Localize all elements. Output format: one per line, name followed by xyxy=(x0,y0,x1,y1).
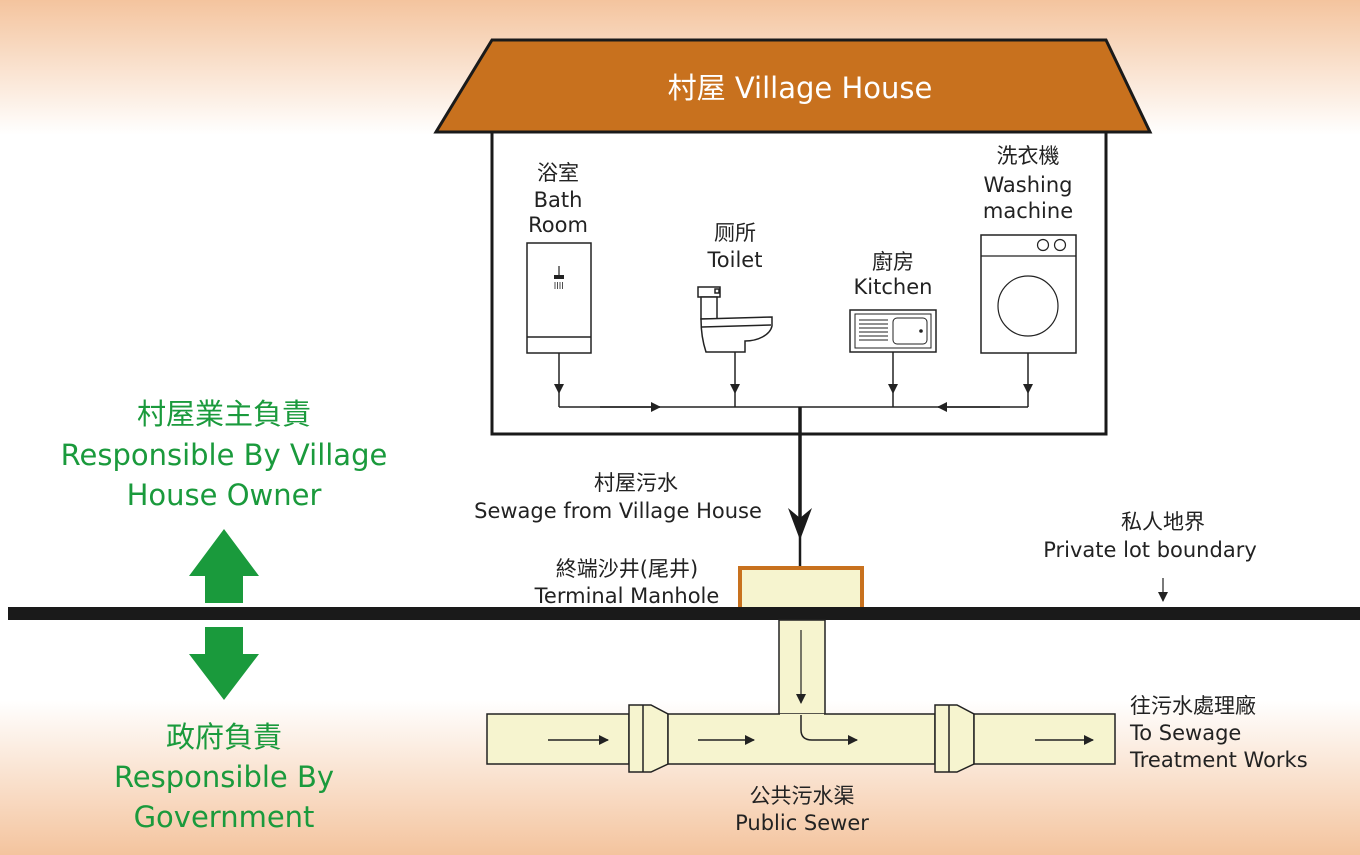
treatment-label-en2: Treatment Works xyxy=(1129,748,1308,772)
kitchen-label-en: Kitchen xyxy=(854,275,933,299)
bathroom-label-en2: Room xyxy=(528,213,588,237)
main-sewage-arrow xyxy=(788,508,812,540)
sink-icon xyxy=(849,309,937,353)
terminal-manhole xyxy=(738,566,864,612)
arrow-up-icon xyxy=(189,529,259,603)
arrow-down-icon xyxy=(189,627,259,700)
treatment-label-zh: 往污水處理廠 xyxy=(1130,694,1256,718)
public-sewer-pipe xyxy=(486,704,1116,773)
private-lot-boundary-line xyxy=(8,607,1360,620)
sewer-label-en: Public Sewer xyxy=(735,811,869,835)
owner-responsibility-en1: Responsible By Village xyxy=(61,438,388,472)
toilet-fixture: 厕所 Toilet xyxy=(697,221,773,353)
toilet-label-zh: 厕所 xyxy=(714,221,756,245)
shower-cabin xyxy=(526,242,592,354)
treatment-label-en1: To Sewage xyxy=(1129,721,1241,745)
sewer-flow-arrows xyxy=(548,715,1094,745)
connection-pipe xyxy=(778,619,826,716)
house-roof xyxy=(433,38,1153,134)
bathroom-label-en1: Bath xyxy=(534,188,583,212)
kitchen-fixture: 廚房 Kitchen xyxy=(849,250,937,353)
boundary-label-en: Private lot boundary xyxy=(1043,538,1257,562)
bathroom-fixture: 浴室 Bath Room xyxy=(526,161,592,354)
sewage-label-en: Sewage from Village House xyxy=(474,499,762,523)
sewage-label-zh: 村屋污水 xyxy=(594,471,678,495)
owner-responsibility-en2: House Owner xyxy=(127,478,322,512)
washing-machine-icon xyxy=(980,234,1077,354)
house-drain-lines xyxy=(554,352,1033,412)
washer-label-en1: Washing xyxy=(983,173,1072,197)
kitchen-label-zh: 廚房 xyxy=(872,250,914,274)
washer-label-en2: machine xyxy=(983,199,1073,223)
gov-responsibility-en1: Responsible By xyxy=(114,760,334,794)
sewer-label-zh: 公共污水渠 xyxy=(750,784,855,808)
washer-label-zh: 洗衣機 xyxy=(997,144,1060,168)
gov-responsibility-en2: Government xyxy=(134,800,315,834)
shower-icon xyxy=(554,266,564,289)
manhole-label-zh: 終端沙井(尾井) xyxy=(556,557,698,581)
house-title: 村屋 Village House xyxy=(668,71,933,105)
washer-fixture: 洗衣機 Washing machine xyxy=(980,144,1077,354)
toilet-label-en: Toilet xyxy=(707,248,763,272)
boundary-label-zh: 私人地界 xyxy=(1121,510,1205,534)
toilet-icon xyxy=(697,286,773,353)
gov-responsibility-zh: 政府負責 xyxy=(166,720,282,754)
bathroom-label-zh: 浴室 xyxy=(537,161,579,185)
owner-responsibility-zh: 村屋業主負責 xyxy=(137,397,311,431)
manhole-label-en: Terminal Manhole xyxy=(534,584,720,608)
